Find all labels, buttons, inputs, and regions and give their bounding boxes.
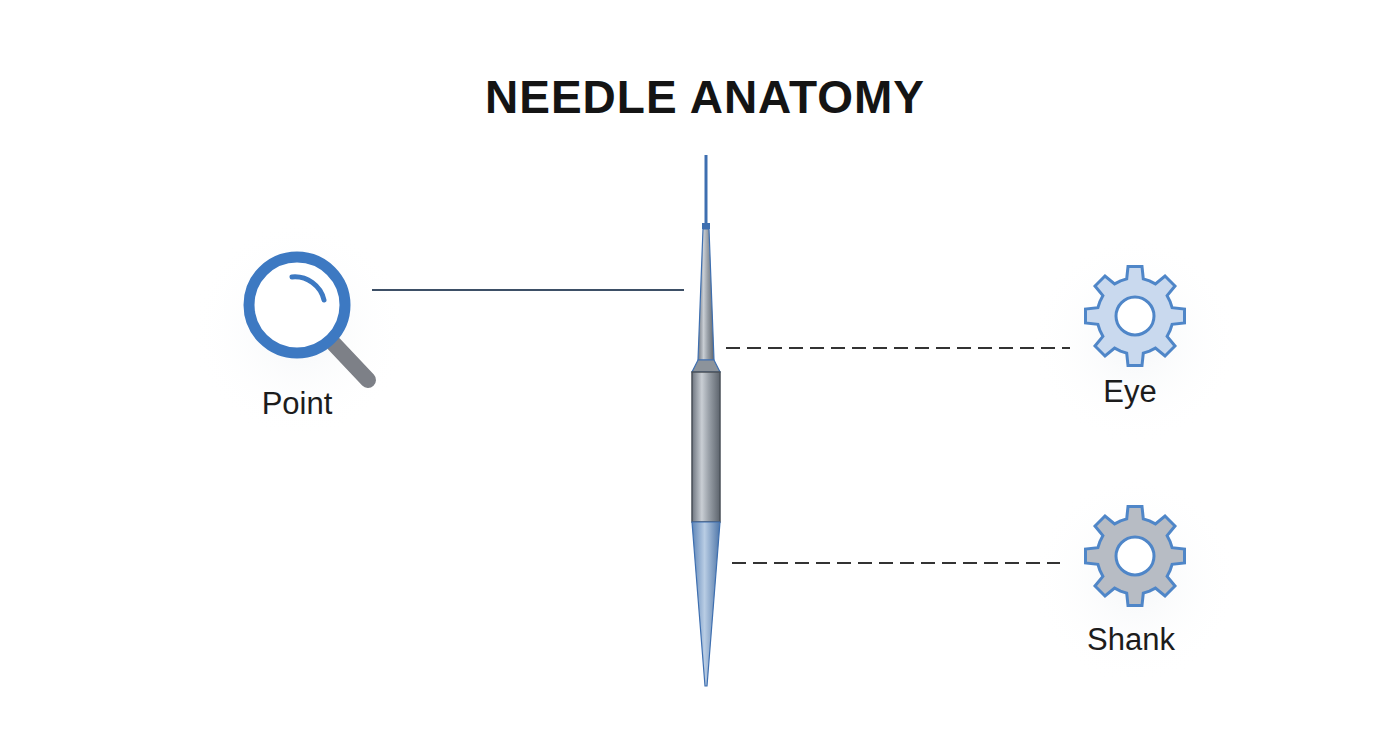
icon-glow: [1030, 235, 1240, 445]
leader-line: [732, 562, 1060, 564]
gear-icon: [1086, 267, 1185, 366]
part-label: Point: [262, 386, 333, 422]
leader-line: [726, 347, 1070, 349]
gear-icon: [1086, 507, 1185, 606]
needle: [692, 155, 720, 686]
magnifier-icon: [249, 257, 368, 380]
part-label: Eye: [1103, 374, 1156, 410]
diagram-title: NEEDLE ANATOMY: [485, 70, 925, 124]
icon-glow: [1030, 475, 1240, 685]
leader-line: [372, 289, 684, 291]
gear-hole: [1116, 297, 1154, 335]
icon-glow: [190, 220, 410, 440]
gear-hole: [1116, 537, 1154, 575]
part-label: Shank: [1087, 622, 1175, 658]
